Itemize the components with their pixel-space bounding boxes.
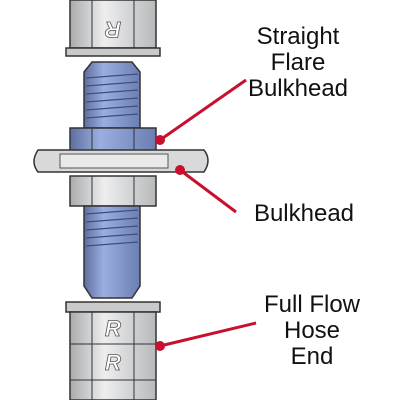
bulkhead-plate bbox=[33, 149, 209, 173]
bottom-logo-r-1: R bbox=[105, 316, 121, 341]
bottom-hose-end: R R bbox=[65, 301, 161, 400]
upper-thread bbox=[83, 61, 141, 129]
top-logo-r: R bbox=[105, 17, 121, 42]
lower-thread bbox=[83, 205, 141, 299]
pointer-straight-flare bbox=[155, 78, 247, 145]
pointer-bulkhead bbox=[175, 165, 237, 214]
label-line: End bbox=[290, 343, 334, 370]
lower-grey-nut bbox=[69, 175, 157, 207]
label-line: Hose bbox=[283, 317, 341, 344]
label-full-flow-hose-end: Full Flow Hose End bbox=[252, 292, 372, 370]
label-line: Bulkhead bbox=[253, 200, 355, 227]
top-hose-end: R bbox=[65, 0, 161, 57]
label-bulkhead: Bulkhead bbox=[244, 201, 364, 227]
label-straight-flare-bulkhead: Straight Flare Bulkhead bbox=[238, 24, 358, 102]
bottom-logo-r-2: R bbox=[105, 350, 121, 375]
label-line: Flare bbox=[270, 49, 326, 76]
label-line: Bulkhead bbox=[247, 75, 349, 102]
label-line: Full Flow bbox=[263, 291, 360, 318]
pointer-hose-end bbox=[155, 321, 257, 351]
label-line: Straight bbox=[256, 23, 340, 50]
